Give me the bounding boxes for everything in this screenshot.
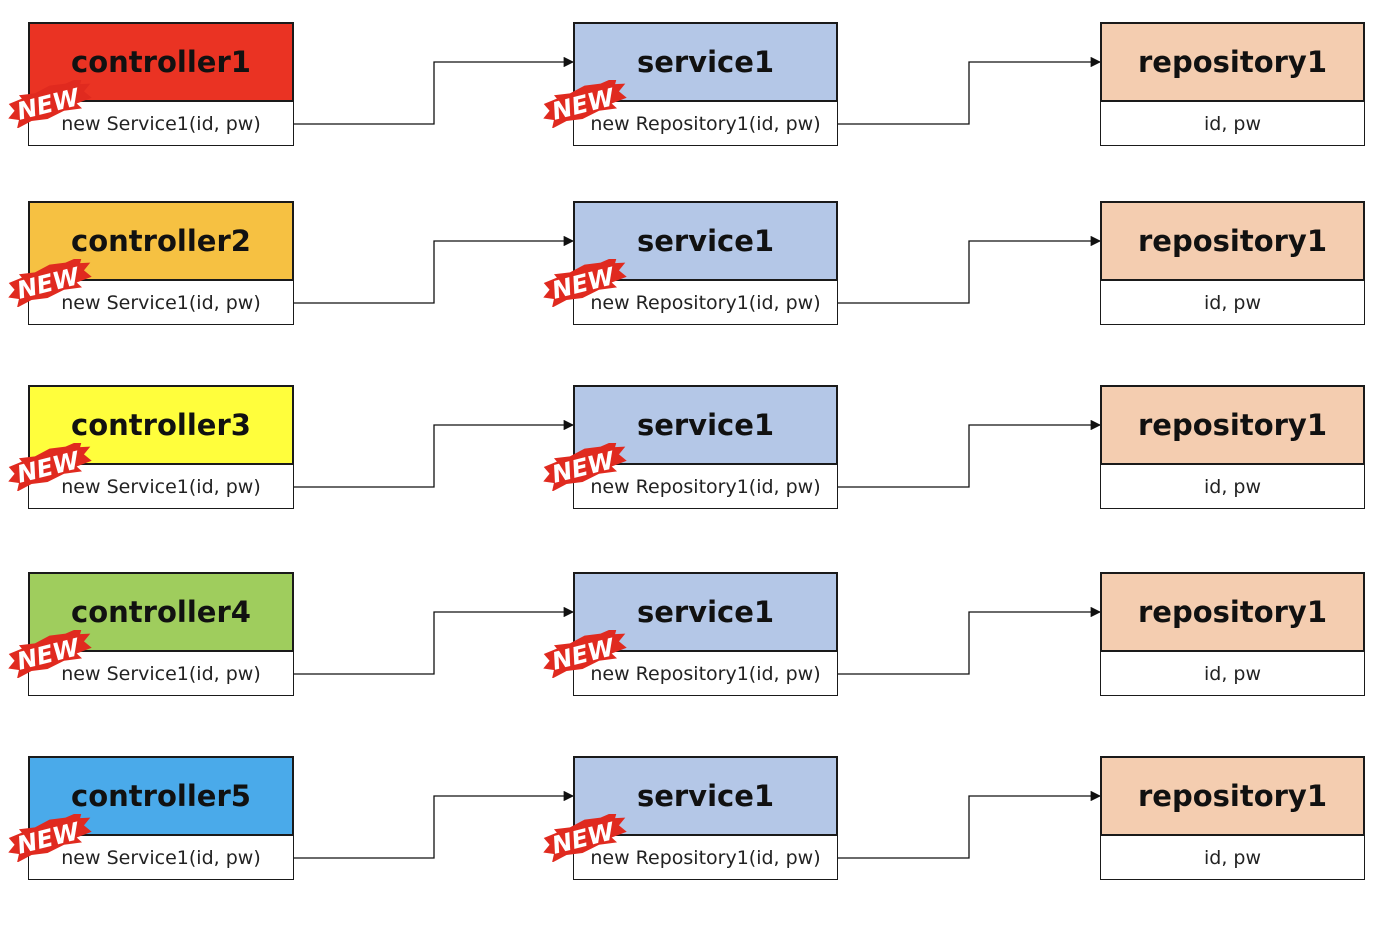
- dependency-arrow: [294, 56, 575, 125]
- dependency-arrow: [294, 606, 575, 675]
- repository-body: id, pw: [1100, 836, 1365, 880]
- repository-title: repository1: [1100, 756, 1365, 836]
- controller-body: new Service1(id, pw): [28, 465, 294, 509]
- controller-body: new Service1(id, pw): [28, 281, 294, 325]
- repository-body: id, pw: [1100, 465, 1365, 509]
- dependency-arrow: [838, 790, 1102, 859]
- service-title: service1: [573, 756, 838, 836]
- dependency-arrow: [294, 790, 575, 859]
- controller-title: controller4: [28, 572, 294, 652]
- controller-body: new Service1(id, pw): [28, 652, 294, 696]
- repository-body: id, pw: [1100, 652, 1365, 696]
- dependency-arrow: [294, 419, 575, 488]
- service-title: service1: [573, 572, 838, 652]
- controller-title: controller2: [28, 201, 294, 281]
- dependency-arrow: [838, 419, 1102, 488]
- service-body: new Repository1(id, pw): [573, 836, 838, 880]
- service-body: new Repository1(id, pw): [573, 102, 838, 146]
- controller-title: controller5: [28, 756, 294, 836]
- repository-body: id, pw: [1100, 281, 1365, 325]
- repository-title: repository1: [1100, 572, 1365, 652]
- dependency-arrow: [838, 606, 1102, 675]
- service-body: new Repository1(id, pw): [573, 652, 838, 696]
- dependency-arrow: [838, 56, 1102, 125]
- service-title: service1: [573, 201, 838, 281]
- service-title: service1: [573, 385, 838, 465]
- controller-title: controller3: [28, 385, 294, 465]
- controller-title: controller1: [28, 22, 294, 102]
- service-title: service1: [573, 22, 838, 102]
- service-body: new Repository1(id, pw): [573, 281, 838, 325]
- controller-body: new Service1(id, pw): [28, 102, 294, 146]
- dependency-arrow: [294, 235, 575, 304]
- repository-title: repository1: [1100, 385, 1365, 465]
- dependency-arrow: [838, 235, 1102, 304]
- repository-title: repository1: [1100, 201, 1365, 281]
- repository-body: id, pw: [1100, 102, 1365, 146]
- service-body: new Repository1(id, pw): [573, 465, 838, 509]
- repository-title: repository1: [1100, 22, 1365, 102]
- controller-body: new Service1(id, pw): [28, 836, 294, 880]
